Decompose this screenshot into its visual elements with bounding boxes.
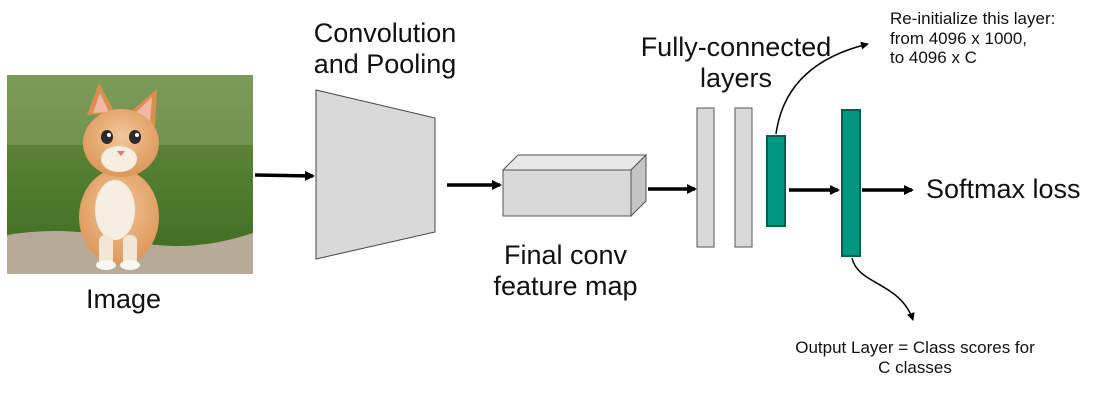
fc-layer-reinit bbox=[766, 135, 786, 227]
output-callout-arrow bbox=[851, 257, 915, 321]
output-note: Output Layer = Class scores for C classe… bbox=[770, 338, 1060, 377]
fc-layer-2 bbox=[734, 107, 753, 248]
fc-layer-1 bbox=[696, 107, 715, 248]
featuremap-label-line1: Final conv bbox=[503, 240, 628, 270]
reinit-note-line3: to 4096 x C bbox=[890, 48, 977, 68]
conv-pooling-label: Convolution and Pooling bbox=[300, 18, 470, 80]
image-label: Image bbox=[86, 284, 162, 314]
featuremap-label-line2: feature map bbox=[493, 271, 638, 302]
output-note-line1: Output Layer = Class scores for bbox=[795, 338, 1035, 357]
output-layer bbox=[841, 109, 861, 257]
reinit-note: Re-initialize this layer: from 4096 x 10… bbox=[890, 9, 1055, 68]
featuremap-label: Final conv feature map bbox=[478, 240, 653, 302]
reinit-callout-arrow bbox=[775, 41, 869, 135]
reinit-note-line2: from 4096 x 1000, bbox=[890, 28, 1028, 48]
conv-pooling-block bbox=[315, 89, 436, 260]
feature-map-box bbox=[501, 153, 648, 218]
arrow-image-to-conv bbox=[254, 170, 315, 181]
softmax-loss-label: Softmax loss bbox=[926, 174, 1081, 204]
reinit-note-line1: Re-initialize this layer: bbox=[890, 9, 1056, 28]
fc-label-line1: Fully-connected bbox=[640, 32, 832, 62]
fc-label-line2: layers bbox=[699, 63, 773, 94]
input-kitten-image bbox=[7, 75, 253, 274]
conv-label-line2: and Pooling bbox=[313, 49, 457, 80]
conv-label-line1: Convolution bbox=[313, 18, 457, 48]
fc-label: Fully-connected layers bbox=[626, 32, 846, 94]
output-note-line2: C classes bbox=[878, 357, 952, 377]
